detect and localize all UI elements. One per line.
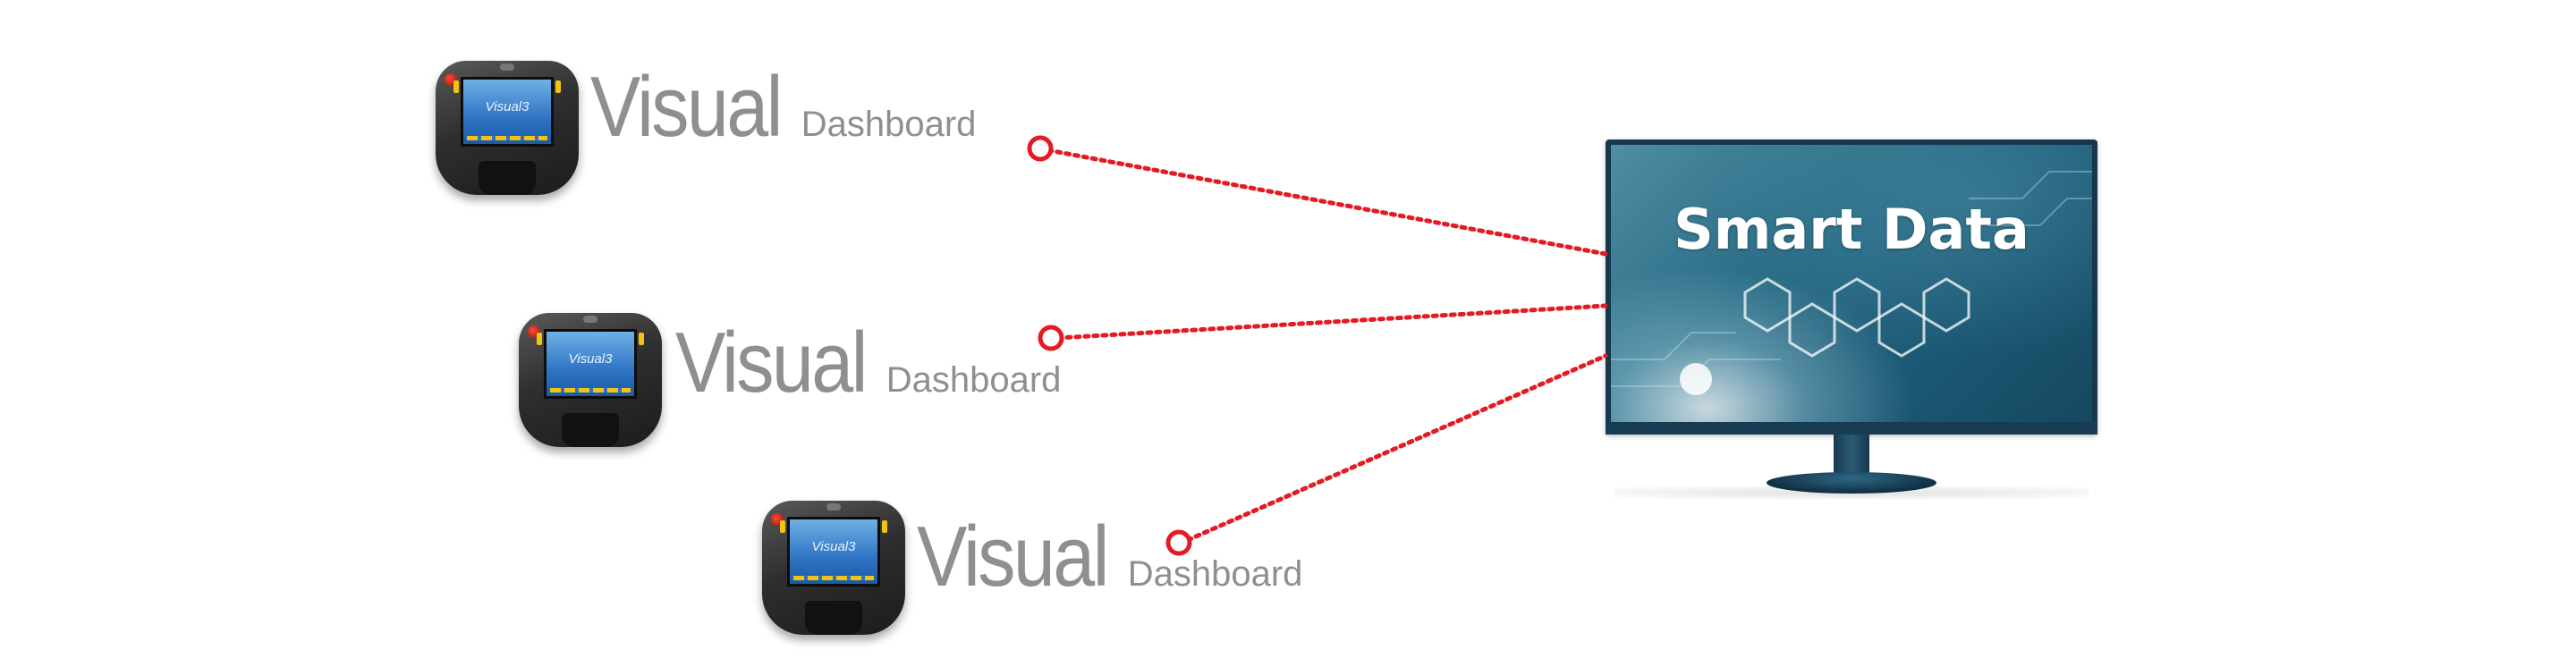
controller-device-3: Visual3 [762, 501, 905, 635]
device-screen: Visual3 [544, 329, 637, 399]
connector-line-3 [1185, 353, 1608, 543]
connector-node-icon [1038, 325, 1064, 351]
device-screen: Visual3 [787, 517, 880, 587]
monitor-neck [1834, 435, 1869, 477]
monitor-screen: Smart Data [1611, 145, 2092, 422]
connector-line-2 [1055, 303, 1608, 341]
brand-text: Visual [675, 315, 868, 410]
controller-device-1: Visual3 [436, 61, 579, 195]
monitor-title: Smart Data [1674, 197, 2029, 262]
brand-text: Visual [917, 509, 1109, 604]
brand-text: Visual [590, 59, 783, 155]
device-screen: Visual3 [461, 77, 554, 147]
controller-device-2: Visual3 [519, 313, 662, 447]
sub-text: Dashboard [886, 360, 1062, 400]
smart-data-monitor: Smart Data [1606, 139, 2097, 499]
sub-text: Dashboard [1127, 554, 1303, 594]
device-screen-label: Visual3 [568, 351, 613, 367]
hexagon-network-icon [1611, 171, 2092, 395]
device-screen-label: Visual3 [485, 99, 530, 114]
connector-line-1 [1046, 148, 1608, 257]
connector-node-icon [1165, 529, 1192, 556]
device-screen-label: Visual3 [811, 539, 856, 554]
connector-node-icon [1027, 135, 1054, 162]
sub-text: Dashboard [801, 105, 977, 144]
monitor-stand [1767, 472, 1936, 494]
